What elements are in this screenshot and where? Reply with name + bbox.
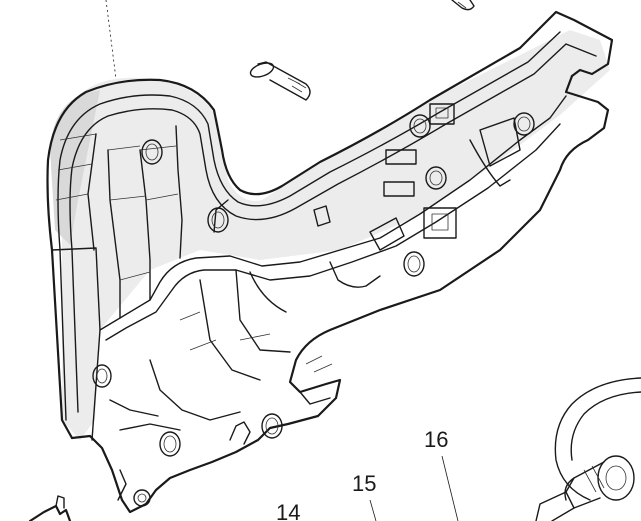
screw-top	[451, 0, 475, 11]
callout-16-group: 16	[424, 427, 459, 521]
callout-15-group: 15	[352, 471, 376, 521]
callout-15: 15	[352, 471, 376, 496]
callout-16: 16	[424, 427, 448, 452]
callout-14-group: 14	[276, 500, 300, 521]
leader-line-15	[369, 499, 377, 521]
leader-line-16	[441, 455, 459, 521]
pin-part	[249, 61, 311, 101]
handle-housing	[46, 10, 614, 514]
boss-holes	[92, 112, 535, 507]
spindle-part	[535, 377, 641, 521]
square-bosses	[383, 103, 521, 239]
leader-line-top	[105, 0, 119, 96]
callout-14: 14	[276, 500, 300, 521]
partial-part-bottom-left	[28, 495, 72, 521]
